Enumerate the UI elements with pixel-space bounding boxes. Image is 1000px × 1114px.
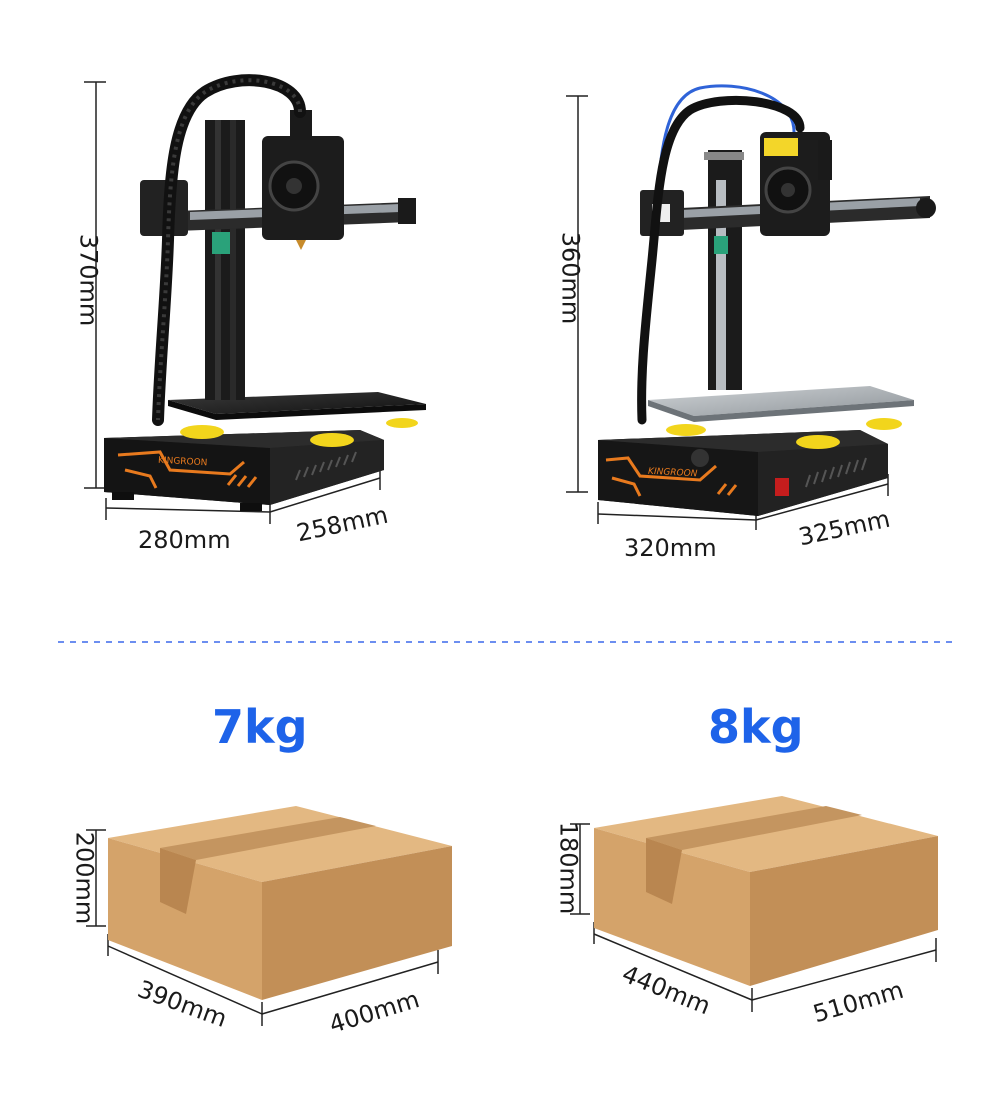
package-2-weight: 8kg bbox=[708, 700, 804, 754]
package-2-height-line bbox=[570, 823, 590, 915]
printer-2-width-label: 320mm bbox=[624, 534, 717, 562]
package-1-height-label: 200mm bbox=[70, 831, 99, 925]
printer-1-depth-line bbox=[269, 468, 381, 513]
printer-1-print-head bbox=[262, 110, 344, 250]
printer-1-width-label: 280mm bbox=[138, 526, 231, 554]
package-1-weight: 7kg bbox=[212, 700, 308, 754]
printer-2-illustration bbox=[566, 84, 936, 530]
printer-1-illustration bbox=[84, 74, 426, 524]
printer-2-z-column bbox=[704, 150, 744, 390]
package-1-height-line bbox=[86, 829, 106, 927]
printer-1-height-line bbox=[84, 81, 106, 489]
printer-2-print-head bbox=[760, 132, 832, 236]
printer-2-cable bbox=[637, 95, 805, 425]
printer-2-height-line bbox=[566, 95, 588, 493]
printer-1-bed bbox=[168, 392, 426, 447]
package-2-width-line bbox=[751, 938, 937, 1001]
printer-2-bed bbox=[648, 386, 914, 449]
printer-1-z-column bbox=[205, 120, 245, 400]
printer-1-height-label: 370mm bbox=[74, 233, 103, 327]
package-1-illustration bbox=[86, 806, 452, 1026]
package-2-illustration bbox=[570, 796, 938, 1012]
printer-2-base bbox=[598, 430, 888, 516]
printer-2-height-label: 360mm bbox=[556, 231, 585, 325]
printer-1-width-line bbox=[105, 498, 271, 524]
printer-1-cable bbox=[152, 74, 306, 426]
package-1-width-line bbox=[261, 950, 439, 1015]
package-2-height-label: 180mm bbox=[554, 821, 583, 915]
